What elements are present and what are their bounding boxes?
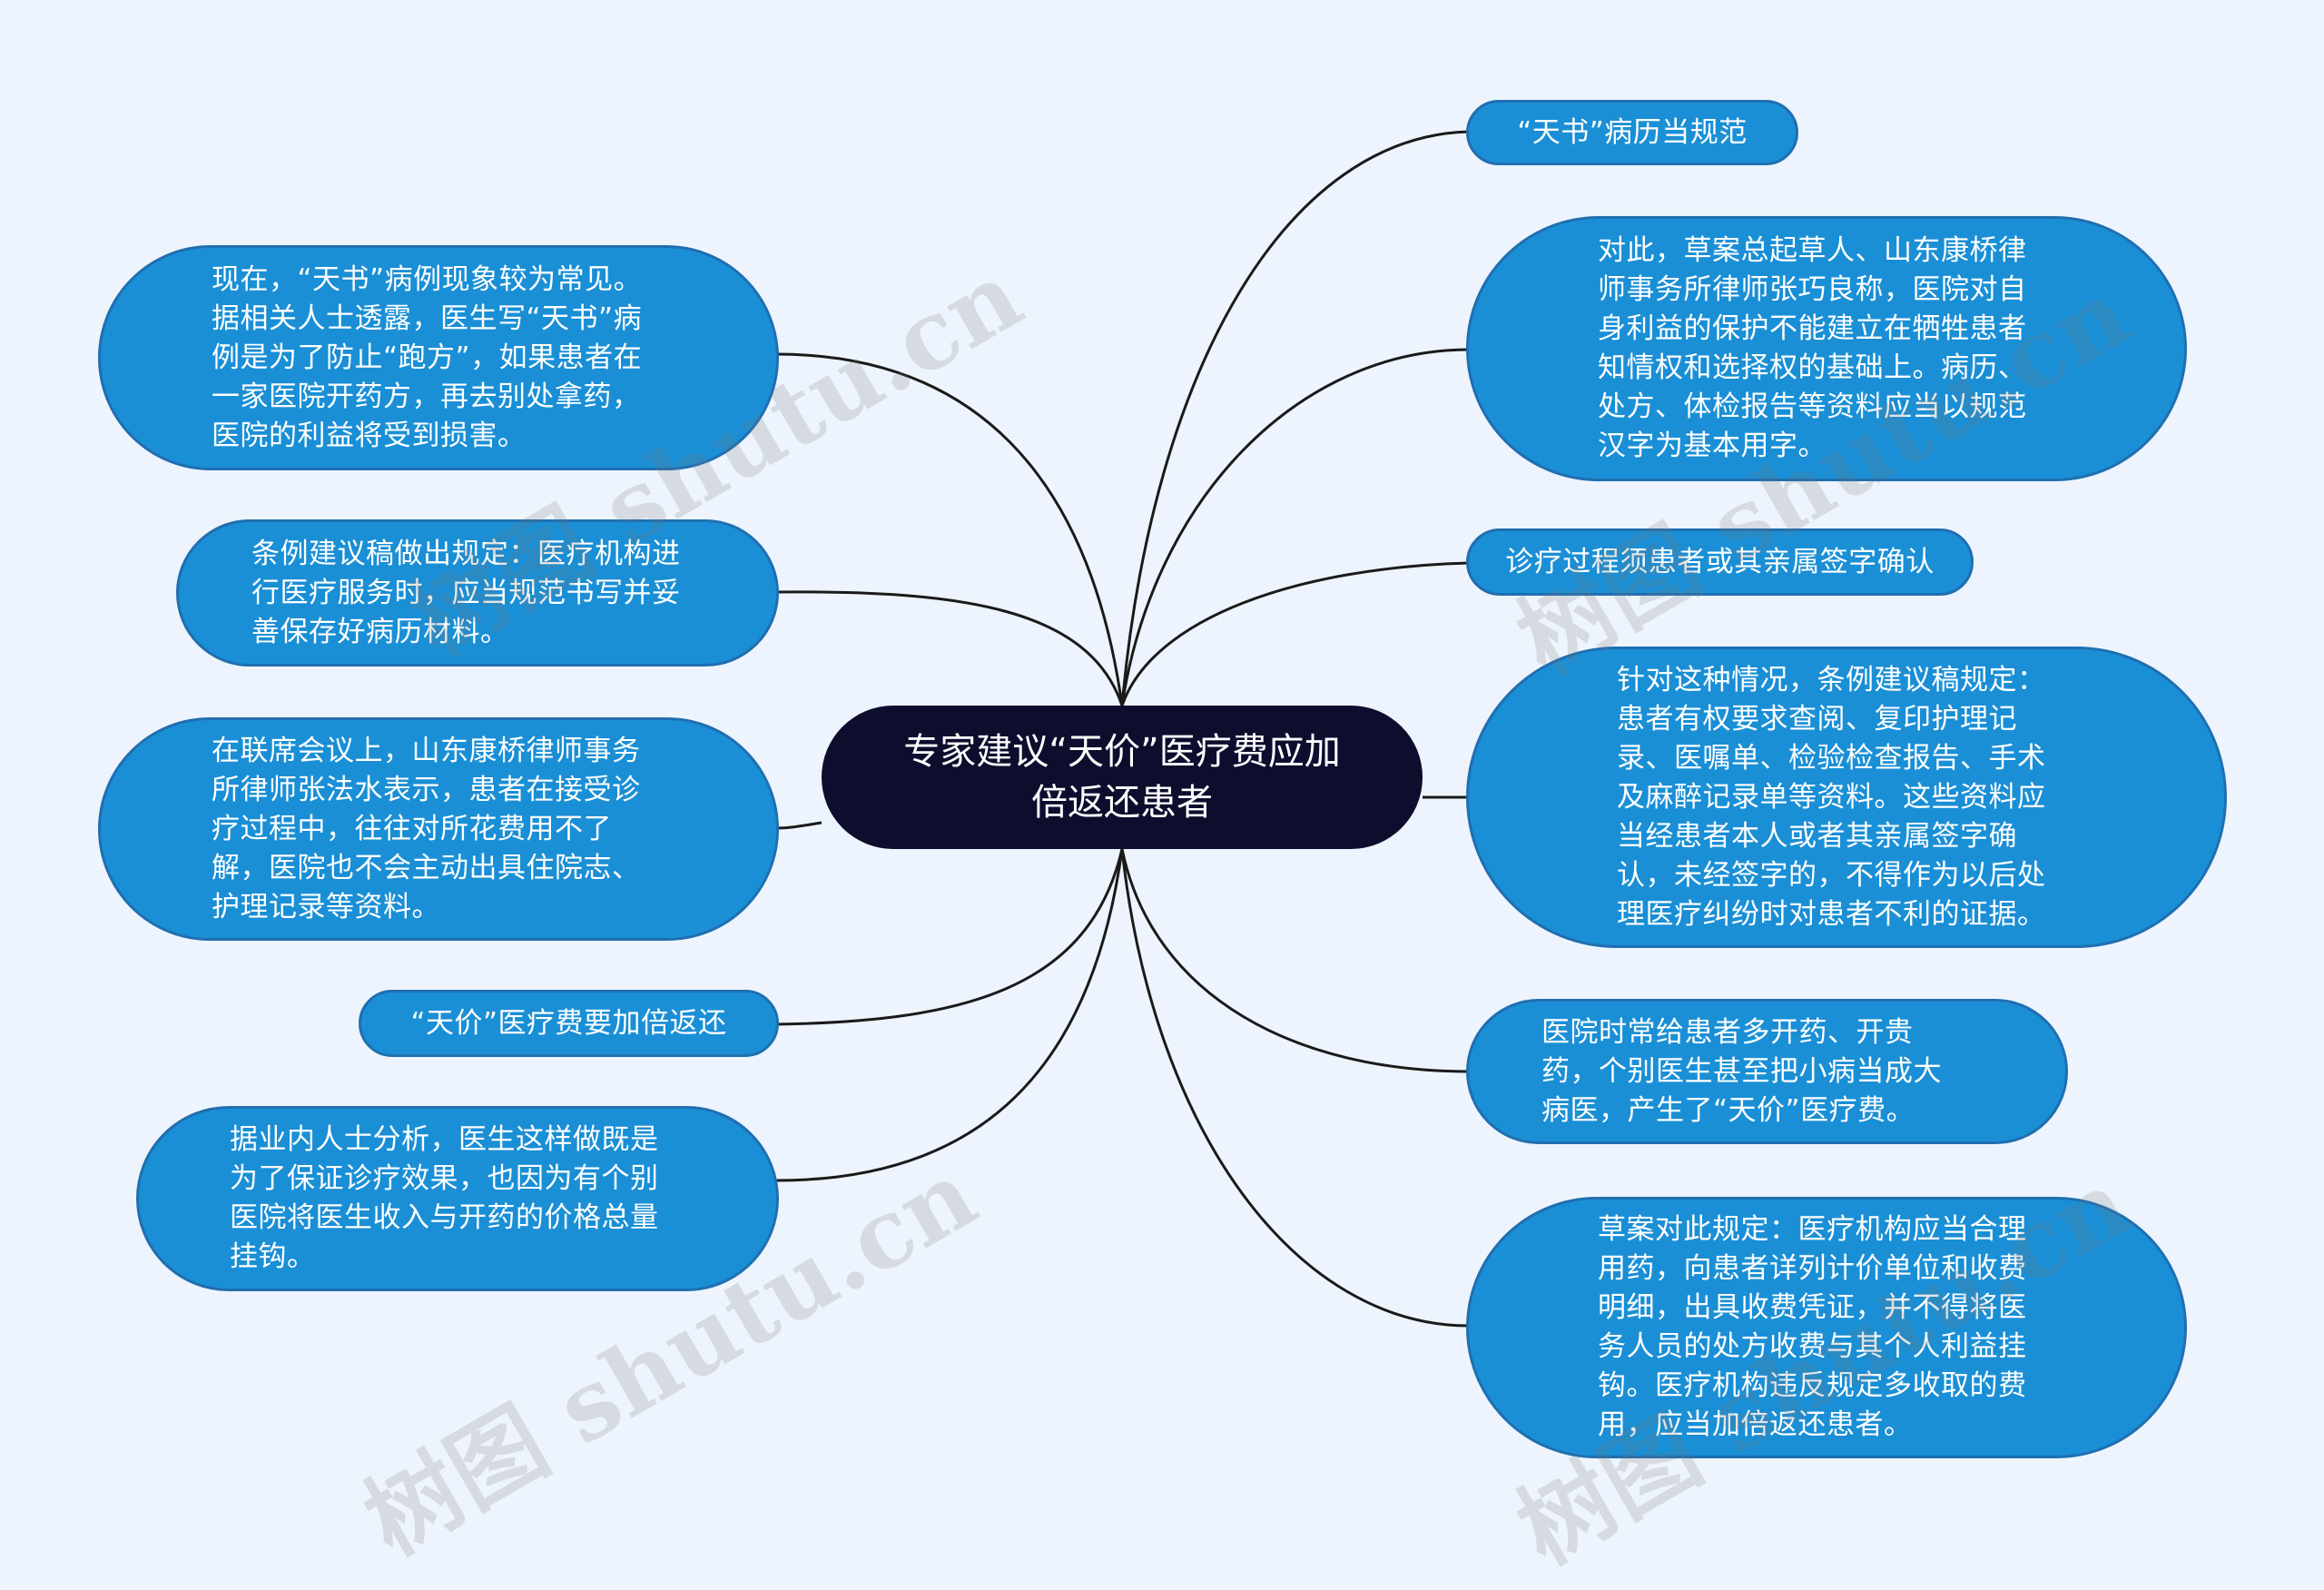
central-topic-label: 专家建议“天价”医疗费应加倍返还患者: [903, 731, 1341, 824]
right-node-4[interactable]: 针对这种情况，条例建议稿规定：患者有权要求查阅、复印护理记录、医嘱单、检验检查报…: [1466, 647, 2227, 948]
left-node-3-text: 在联席会议上，山东康桥律师事务所律师张法水表示，患者在接受诊疗过程中，往往对所花…: [212, 734, 641, 923]
connector-left-3: [775, 821, 822, 830]
right-node-2[interactable]: 对此，草案总起草人、山东康桥律师事务所律师张巧良称，医院对自身利益的保护不能建立…: [1466, 216, 2187, 481]
connector-right-5: [1120, 848, 1470, 1073]
left-node-3[interactable]: 在联席会议上，山东康桥律师事务所律师张法水表示，患者在接受诊疗过程中，往往对所花…: [98, 717, 779, 941]
right-node-6[interactable]: 草案对此规定：医疗机构应当合理用药，向患者详列计价单位和收费明细，出具收费凭证，…: [1466, 1197, 2187, 1458]
right-node-1-text: “天书”病历当规范: [1517, 115, 1748, 149]
right-node-4-text: 针对这种情况，条例建议稿规定：患者有权要求查阅、复印护理记录、医嘱单、检验检查报…: [1617, 663, 2046, 931]
connector-left-5: [775, 848, 1124, 1182]
left-node-1[interactable]: 现在，“天书”病例现象较为常见。据相关人士透露，医生写“天书”病例是为了防止“跑…: [98, 245, 779, 470]
connector-right-2: [1120, 348, 1470, 706]
connector-left-2: [775, 590, 1124, 706]
left-node-5[interactable]: 据业内人士分析，医生这样做既是为了保证诊疗效果，也因为有个别医院将医生收入与开药…: [136, 1106, 779, 1291]
connector-left-4: [775, 848, 1124, 1026]
right-node-1[interactable]: “天书”病历当规范: [1466, 100, 1798, 165]
connector-right-6: [1120, 848, 1470, 1328]
right-node-3-text: 诊疗过程须患者或其亲属签字确认: [1505, 545, 1935, 578]
left-node-4-text: “天价”医疗费要加倍返还: [410, 1006, 727, 1040]
connector-right-1: [1120, 130, 1470, 706]
left-node-2[interactable]: 条例建议稿做出规定：医疗机构进行医疗服务时，应当规范书写并妥善保存好病历材料。: [176, 519, 779, 667]
connector-right-3: [1120, 561, 1470, 706]
right-node-5-text: 医院时常给患者多开药、开贵药，个别医生甚至把小病当成大病医，产生了“天价”医疗费…: [1541, 1015, 1942, 1127]
mind-map: 专家建议“天价”医疗费应加倍返还患者 “天书”病历当规范 对此，草案总起草人、山…: [98, 100, 2227, 1585]
left-node-5-text: 据业内人士分析，医生这样做既是为了保证诊疗效果，也因为有个别医院将医生收入与开药…: [230, 1123, 659, 1273]
left-node-4[interactable]: “天价”医疗费要加倍返还: [359, 990, 779, 1057]
central-topic[interactable]: 专家建议“天价”医疗费应加倍返还患者: [822, 706, 1423, 849]
connector-left-1: [775, 352, 1124, 706]
right-node-3[interactable]: 诊疗过程须患者或其亲属签字确认: [1466, 528, 1974, 596]
right-node-5[interactable]: 医院时常给患者多开药、开贵药，个别医生甚至把小病当成大病医，产生了“天价”医疗费…: [1466, 999, 2068, 1144]
left-node-1-text: 现在，“天书”病例现象较为常见。据相关人士透露，医生写“天书”病例是为了防止“跑…: [212, 262, 643, 452]
right-node-6-text: 草案对此规定：医疗机构应当合理用药，向患者详列计价单位和收费明细，出具收费凭证，…: [1598, 1213, 2027, 1441]
right-node-2-text: 对此，草案总起草人、山东康桥律师事务所律师张巧良称，医院对自身利益的保护不能建立…: [1598, 234, 2027, 462]
connector-lines: [775, 130, 1470, 1328]
left-node-2-text: 条例建议稿做出规定：医疗机构进行医疗服务时，应当规范书写并妥善保存好病历材料。: [251, 537, 681, 648]
